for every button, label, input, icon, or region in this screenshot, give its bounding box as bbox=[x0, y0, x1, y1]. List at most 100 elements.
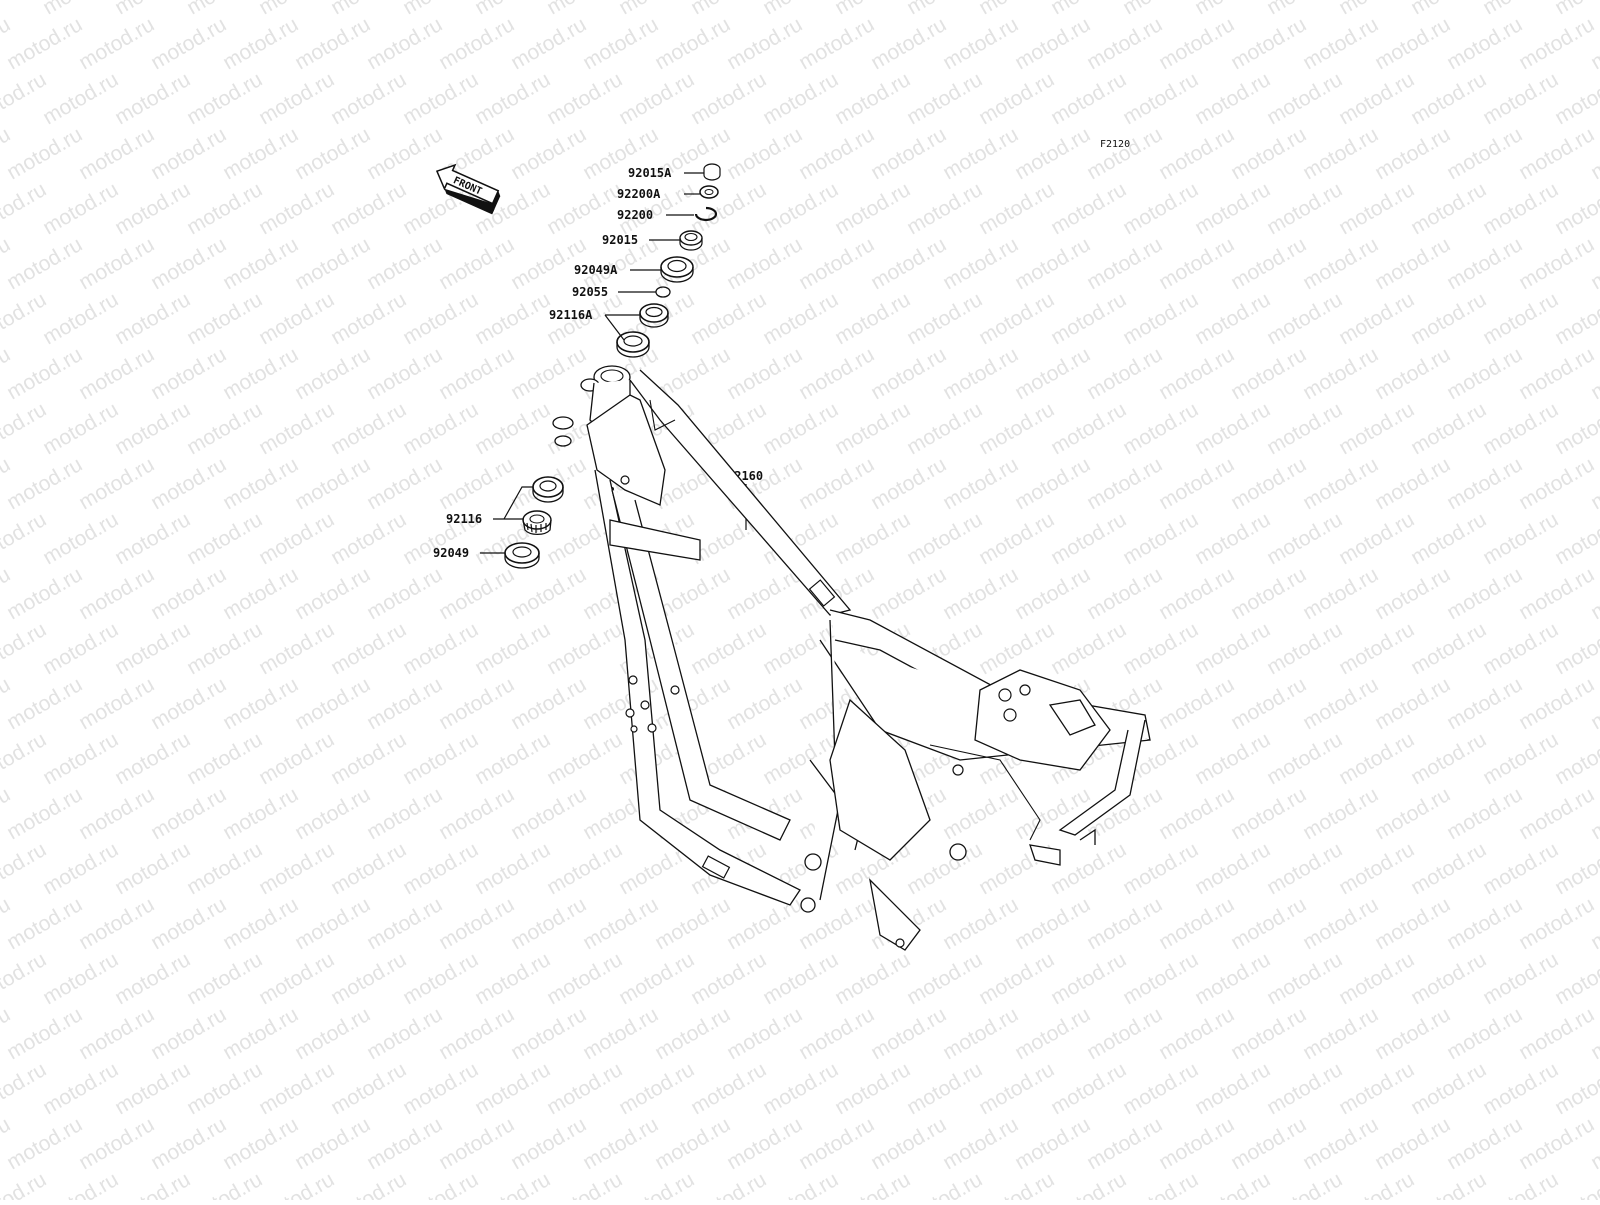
watermark-text: motod.ru bbox=[903, 178, 986, 239]
watermark-text: motod.ru bbox=[1263, 728, 1346, 789]
watermark-text: motod.ru bbox=[795, 1003, 878, 1064]
watermark-text: motod.ru bbox=[1299, 893, 1382, 954]
motorcycle-frame-drawing bbox=[552, 365, 1151, 951]
watermark-text: motod.ru bbox=[1443, 453, 1526, 514]
watermark-text: motod.ru bbox=[831, 508, 914, 569]
watermark-text: motod.ru bbox=[579, 1003, 662, 1064]
watermark-text: motod.ru bbox=[1263, 178, 1346, 239]
watermark-text: motod.ru bbox=[1407, 398, 1490, 459]
watermark-text: motod.ru bbox=[723, 893, 806, 954]
watermark-text: motod.ru bbox=[1119, 288, 1202, 349]
watermark-text: motod.ru bbox=[183, 618, 266, 679]
watermark-text: motod.ru bbox=[1227, 673, 1310, 734]
label-92049A[interactable]: 92049A bbox=[574, 263, 618, 277]
watermark-text: motod.ru bbox=[867, 13, 950, 74]
watermark-text: motod.ru bbox=[795, 233, 878, 294]
label-92015A[interactable]: 92015A bbox=[628, 166, 672, 180]
watermark-text: motod.ru bbox=[1443, 1113, 1526, 1174]
watermark-text: motod.ru bbox=[1443, 233, 1526, 294]
watermark-text: motod.ru bbox=[183, 1058, 266, 1119]
watermark-text: motod.ru bbox=[219, 343, 302, 404]
watermark-text: motod.ru bbox=[255, 68, 338, 129]
watermark-text: motod.ru bbox=[255, 1058, 338, 1119]
watermark-text: motod.ru bbox=[1227, 123, 1310, 184]
watermark-text: motod.ru bbox=[795, 13, 878, 74]
label-92116A[interactable]: 92116A bbox=[549, 308, 593, 322]
watermark-text: motod.ru bbox=[1155, 343, 1238, 404]
label-92015[interactable]: 92015 bbox=[602, 233, 638, 247]
watermark-text: motod.ru bbox=[327, 728, 410, 789]
label-92200[interactable]: 92200 bbox=[617, 208, 653, 222]
watermark-text: motod.ru bbox=[975, 178, 1058, 239]
watermark-text: motod.ru bbox=[1299, 1113, 1382, 1174]
watermark-text: motod.ru bbox=[363, 673, 446, 734]
watermark-text: motod.ru bbox=[1011, 453, 1094, 514]
steering-parts bbox=[616, 163, 721, 358]
watermark-text: motod.ru bbox=[1479, 948, 1562, 1009]
watermark-text: motod.ru bbox=[1191, 288, 1274, 349]
watermark-text: motod.ru bbox=[219, 783, 302, 844]
watermark-text: motod.ru bbox=[687, 68, 770, 129]
watermark-text: motod.ru bbox=[291, 13, 374, 74]
watermark-text: motod.ru bbox=[1443, 893, 1526, 954]
watermark-text: motod.ru bbox=[759, 68, 842, 129]
watermark-text: motod.ru bbox=[1371, 13, 1454, 74]
watermark-text: motod.ru bbox=[1515, 893, 1598, 954]
watermark-text: motod.ru bbox=[687, 618, 770, 679]
watermark-text: motod.ru bbox=[363, 783, 446, 844]
watermark-text: motod.ru bbox=[1515, 783, 1598, 844]
watermark-text: motod.ru bbox=[1443, 783, 1526, 844]
watermark-text: motod.ru bbox=[507, 1003, 590, 1064]
watermark-text: motod.ru bbox=[939, 563, 1022, 624]
label-92049[interactable]: 92049 bbox=[433, 546, 469, 560]
watermark-text: motod.ru bbox=[291, 1113, 374, 1174]
watermark-text: motod.ru bbox=[39, 398, 122, 459]
watermark-text: motod.ru bbox=[1263, 0, 1346, 19]
label-92200A[interactable]: 92200A bbox=[617, 187, 661, 201]
watermark-text: motod.ru bbox=[75, 13, 158, 74]
watermark-text: motod.ru bbox=[471, 68, 554, 129]
watermark-text: motod.ru bbox=[1515, 453, 1598, 514]
watermark-text: motod.ru bbox=[1083, 893, 1166, 954]
front-arrow-icon: FRONT bbox=[435, 163, 501, 215]
watermark-text: motod.ru bbox=[183, 68, 266, 129]
watermark-text: motod.ru bbox=[975, 948, 1058, 1009]
watermark-text: motod.ru bbox=[471, 288, 554, 349]
label-92055[interactable]: 92055 bbox=[572, 285, 608, 299]
label-92116[interactable]: 92116 bbox=[446, 512, 482, 526]
watermark-text: motod.ru bbox=[1479, 618, 1562, 679]
watermark-text: motod.ru bbox=[975, 288, 1058, 349]
watermark-text: motod.ru bbox=[255, 1168, 338, 1200]
watermark-text: motod.ru bbox=[1551, 838, 1600, 899]
watermark-text: motod.ru bbox=[3, 783, 86, 844]
watermark-text: motod.ru bbox=[1479, 68, 1562, 129]
watermark-text: motod.ru bbox=[291, 343, 374, 404]
watermark-text: motod.ru bbox=[543, 0, 626, 19]
watermark-text: motod.ru bbox=[435, 1113, 518, 1174]
watermark-text: motod.ru bbox=[1083, 453, 1166, 514]
watermark-text: motod.ru bbox=[795, 1113, 878, 1174]
watermark-text: motod.ru bbox=[1335, 1168, 1418, 1200]
watermark-text: motod.ru bbox=[723, 673, 806, 734]
watermark-text: motod.ru bbox=[1155, 233, 1238, 294]
watermark-text: motod.ru bbox=[1551, 398, 1600, 459]
watermark-text: motod.ru bbox=[903, 0, 986, 19]
watermark-text: motod.ru bbox=[471, 838, 554, 899]
watermark-text: motod.ru bbox=[795, 453, 878, 514]
watermark-text: motod.ru bbox=[0, 838, 50, 899]
watermark-text: motod.ru bbox=[723, 343, 806, 404]
watermark-text: motod.ru bbox=[831, 0, 914, 19]
watermark-text: motod.ru bbox=[1119, 178, 1202, 239]
watermark-text: motod.ru bbox=[939, 453, 1022, 514]
watermark-text: motod.ru bbox=[867, 453, 950, 514]
watermark-text: motod.ru bbox=[111, 1168, 194, 1200]
watermark-text: motod.ru bbox=[219, 233, 302, 294]
watermark-text: motod.ru bbox=[75, 1113, 158, 1174]
watermark-text: motod.ru bbox=[1047, 0, 1130, 19]
watermark-text: motod.ru bbox=[1335, 398, 1418, 459]
watermark-text: motod.ru bbox=[831, 288, 914, 349]
watermark-text: motod.ru bbox=[471, 0, 554, 19]
watermark-text: motod.ru bbox=[1263, 68, 1346, 129]
watermark-text: motod.ru bbox=[1551, 288, 1600, 349]
